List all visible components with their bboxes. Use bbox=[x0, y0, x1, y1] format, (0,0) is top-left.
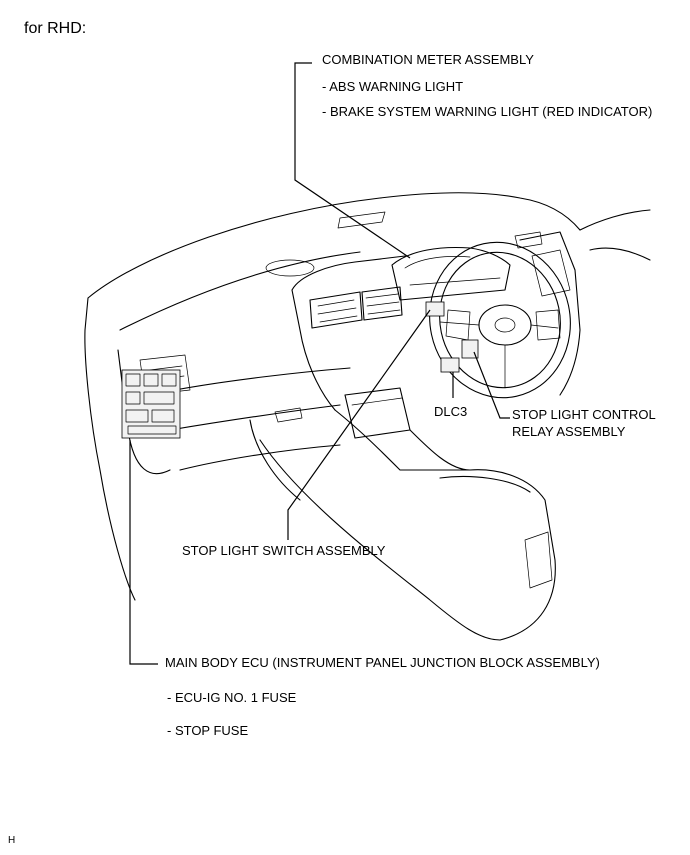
main-body-ecu-leader bbox=[129, 440, 158, 665]
abs-warning-light-label: - ABS WARNING LIGHT bbox=[322, 79, 464, 94]
dashboard-outline bbox=[84, 192, 651, 641]
junction-block-shape bbox=[121, 369, 181, 439]
combination-meter-shape bbox=[391, 247, 511, 301]
footer-code: H bbox=[8, 835, 16, 846]
leader-lines bbox=[129, 62, 510, 665]
stop-light-switch-shape bbox=[425, 301, 445, 317]
steering-wheel-shape bbox=[429, 241, 571, 399]
relay-leader bbox=[473, 351, 510, 419]
dlc3-label: DLC3 bbox=[434, 404, 468, 419]
stop-light-switch-label: STOP LIGHT SWITCH ASSEMBLY bbox=[182, 543, 386, 558]
combination-meter-label: COMBINATION METER ASSEMBLY bbox=[322, 52, 534, 67]
page-title: for RHD: bbox=[24, 20, 87, 37]
stop-light-control-relay-label-line2: RELAY ASSEMBLY bbox=[512, 424, 626, 439]
main-body-ecu-label: MAIN BODY ECU (INSTRUMENT PANEL JUNCTION… bbox=[165, 655, 600, 670]
brake-system-warning-light-label: - BRAKE SYSTEM WARNING LIGHT (RED INDICA… bbox=[322, 104, 653, 119]
dlc3-shape bbox=[440, 357, 460, 373]
ecu-ig-fuse-label: - ECU-IG NO. 1 FUSE bbox=[167, 690, 297, 705]
stop-fuse-label: - STOP FUSE bbox=[167, 723, 249, 738]
stop-light-control-relay-label-line1: STOP LIGHT CONTROL bbox=[512, 407, 656, 422]
combination-meter-leader bbox=[294, 62, 411, 259]
stop-light-switch-leader bbox=[287, 309, 431, 540]
